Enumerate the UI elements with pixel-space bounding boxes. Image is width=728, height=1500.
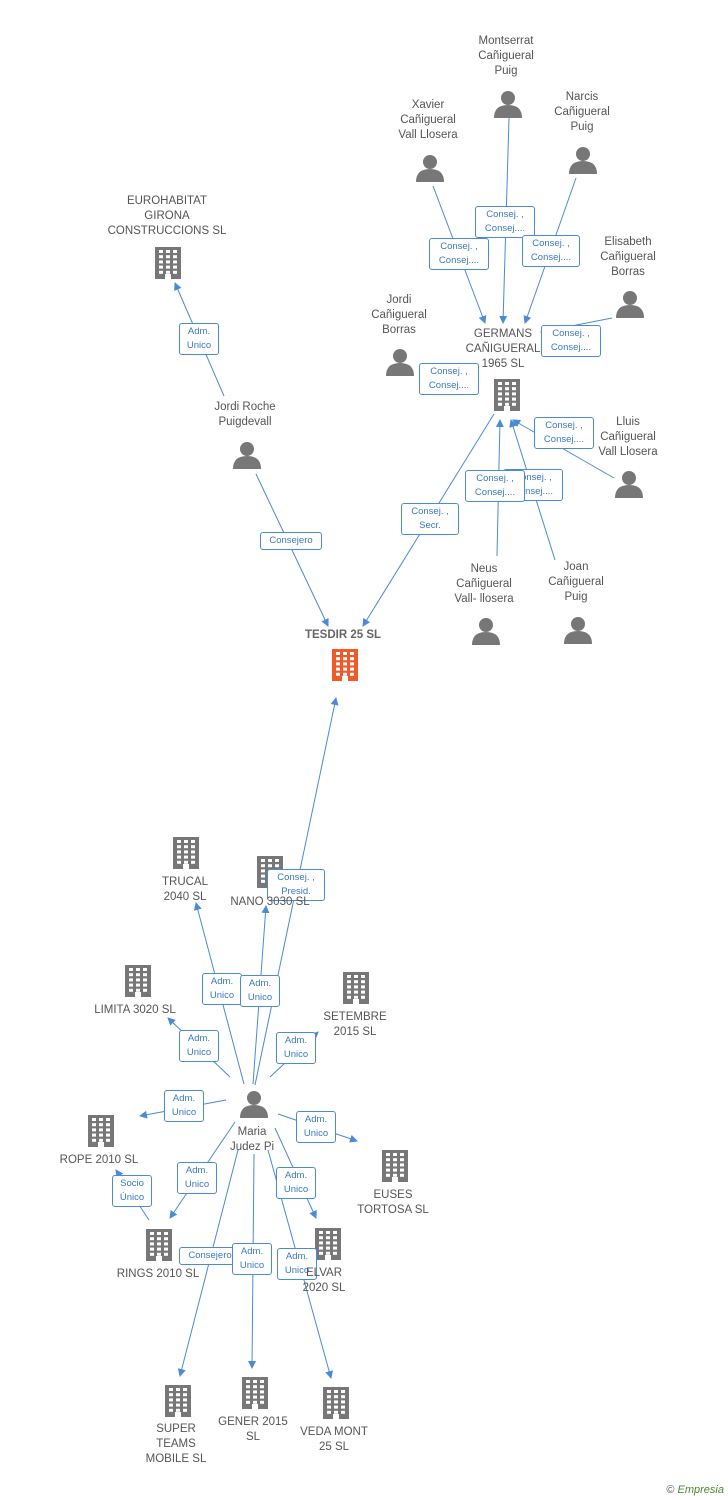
edge-label-narcis-germans[interactable]: Consej. , Consej....	[522, 235, 580, 267]
edge-line-lluis-germans	[512, 419, 615, 479]
edge-label-lluis-germans[interactable]: Consej. , Consej....	[534, 417, 594, 449]
person-icon-maria[interactable]	[240, 1091, 268, 1118]
edge-line-jordi_roche-tesdir	[255, 473, 329, 627]
edge-label-rings-rope[interactable]: Socio Único	[112, 1175, 152, 1207]
node-label-elisabeth[interactable]: Elisabeth Cañigueral Borras	[600, 236, 656, 278]
edge-label-xavier-germans[interactable]: Consej. , Consej....	[429, 238, 489, 270]
edge-label-maria-tesdir[interactable]: Consej. , Presid.	[267, 869, 325, 901]
node-label-jordi_roche[interactable]: Jordi Roche Puigdevall	[214, 401, 276, 428]
building-icon-super[interactable]	[165, 1385, 191, 1417]
node-label-montserrat[interactable]: Montserrat Cañigueral Puig	[478, 35, 534, 77]
node-label-euses[interactable]: EUSES TORTOSA SL	[357, 1189, 429, 1216]
person-icon-montserrat[interactable]	[494, 91, 522, 118]
footer-brand: © Empresia	[666, 1484, 724, 1496]
node-label-maria[interactable]: Maria Judez Pi	[229, 1126, 275, 1153]
edge-label-jordi_roche-eurohabitat[interactable]: Adm. Unico	[179, 323, 219, 355]
building-icon-elvar[interactable]	[315, 1228, 341, 1260]
person-icon-lluis[interactable]	[615, 471, 643, 498]
person-icon-neus[interactable]	[472, 618, 500, 645]
building-icon-gener[interactable]	[242, 1377, 268, 1409]
node-label-rings[interactable]: RINGS 2010 SL	[116, 1268, 200, 1280]
edge-label-germans-tesdir[interactable]: Consej. , Secr.	[401, 503, 459, 535]
building-icon-rings[interactable]	[146, 1229, 172, 1261]
edge-label-maria-limita[interactable]: Adm. Unico	[179, 1030, 219, 1062]
node-label-narcis[interactable]: Narcis Cañigueral Puig	[554, 91, 610, 133]
edge-label-elisabeth-germans[interactable]: Consej. , Consej....	[541, 325, 601, 357]
node-label-joan[interactable]: Joan Cañigueral Puig	[548, 561, 604, 603]
edge-label-maria-euses[interactable]: Adm. Unico	[296, 1111, 336, 1143]
node-label-gener[interactable]: GENER 2015 SL	[218, 1416, 288, 1443]
node-label-nano[interactable]: NANO 3030 SL	[230, 896, 310, 908]
person-icon-elisabeth[interactable]	[616, 291, 644, 318]
edge-label-maria-nano[interactable]: Adm. Unico	[240, 975, 280, 1007]
building-icon-veda[interactable]	[323, 1387, 349, 1419]
node-label-super[interactable]: SUPER TEAMS MOBILE SL	[145, 1423, 207, 1465]
edge-label-maria-trucal[interactable]: Adm. Unico	[202, 973, 242, 1005]
building-icon-germans[interactable]	[494, 379, 520, 411]
edge-label-neus-germans[interactable]: Consej. , Consej....	[465, 470, 525, 502]
copyright-symbol: ©	[666, 1484, 675, 1496]
node-label-jordi_c[interactable]: Jordi Cañigueral Borras	[371, 294, 427, 336]
node-label-eurohabitat[interactable]: EUROHABITAT GIRONA CONSTRUCCIONS SL	[107, 195, 227, 237]
edge-label-maria-veda[interactable]: Adm. Unico	[277, 1248, 317, 1280]
building-icon-euses[interactable]	[382, 1150, 408, 1182]
node-label-germans[interactable]: GERMANS CAÑIGUERAL 1965 SL	[465, 328, 541, 370]
node-label-elvar[interactable]: ELVAR 2020 SL	[302, 1267, 346, 1294]
node-label-tesdir[interactable]: TESDIR 25 SL	[304, 629, 382, 641]
building-icon-rope[interactable]	[88, 1115, 114, 1147]
edge-label-montserrat-germans[interactable]: Consej. , Consej....	[475, 206, 535, 238]
building-icon-tesdir[interactable]	[332, 649, 358, 681]
edge-label-jordi_roche-tesdir[interactable]: Consejero	[260, 532, 322, 550]
person-icon-joan[interactable]	[564, 617, 592, 644]
edge-label-maria-setembre[interactable]: Adm. Unico	[276, 1032, 316, 1064]
node-label-rope[interactable]: ROPE 2010 SL	[59, 1154, 139, 1166]
node-label-veda[interactable]: VEDA MONT 25 SL	[300, 1426, 368, 1453]
edge-label-jordi_c-germans[interactable]: Consej. , Consej....	[419, 363, 479, 395]
node-label-neus[interactable]: Neus Cañigueral Vall- llosera	[454, 563, 514, 605]
person-icon-narcis[interactable]	[569, 147, 597, 174]
node-label-trucal[interactable]: TRUCAL 2040 SL	[161, 876, 209, 903]
edge-label-maria-rings[interactable]: Adm. Unico	[177, 1162, 217, 1194]
building-icon-trucal[interactable]	[173, 837, 199, 869]
building-icon-limita[interactable]	[125, 965, 151, 997]
node-label-xavier[interactable]: Xavier Cañigueral Vall Llosera	[398, 99, 458, 141]
edge-label-maria-gener[interactable]: Adm. Unico	[232, 1243, 272, 1275]
edge-label-maria-rope[interactable]: Adm. Unico	[164, 1090, 204, 1122]
building-icon-eurohabitat[interactable]	[155, 247, 181, 279]
person-icon-jordi_roche[interactable]	[233, 442, 261, 469]
edge-label-maria-elvar[interactable]: Adm. Unico	[276, 1167, 316, 1199]
node-label-limita[interactable]: LIMITA 3020 SL	[94, 1004, 176, 1016]
node-label-setembre[interactable]: SETEMBRE 2015 SL	[323, 1011, 387, 1038]
brand-name: Empresia	[677, 1484, 724, 1496]
person-icon-xavier[interactable]	[416, 155, 444, 182]
node-label-lluis[interactable]: Lluis Cañigueral Vall Llosera	[598, 416, 658, 458]
building-icon-setembre[interactable]	[343, 972, 369, 1004]
person-icon-jordi_c[interactable]	[386, 349, 414, 376]
